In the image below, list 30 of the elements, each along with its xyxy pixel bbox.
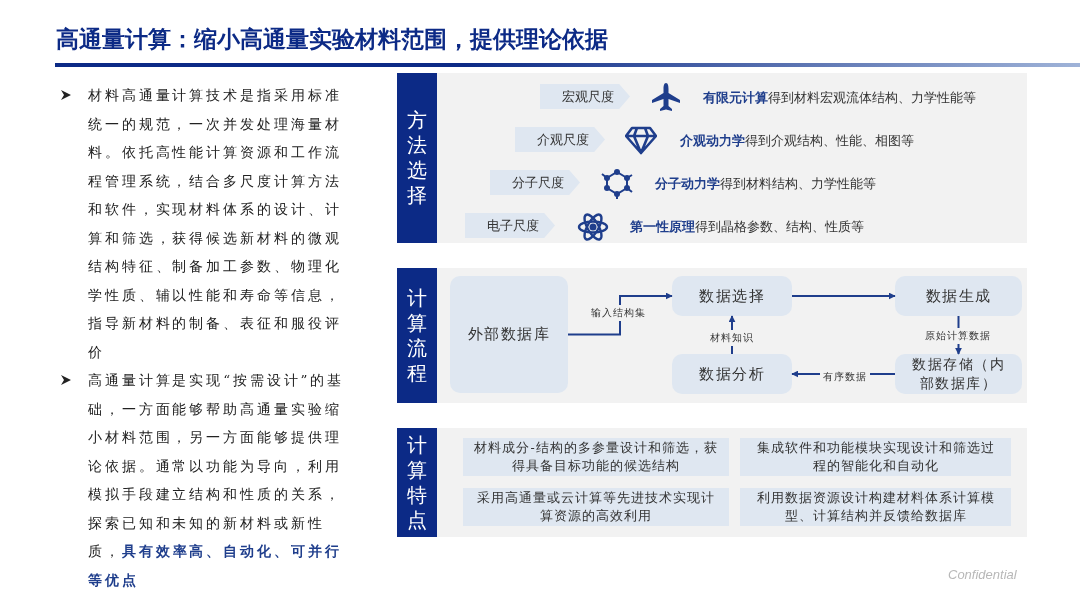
scale-chevron: 电子尺度 — [465, 213, 555, 238]
process-box: 数据生成 — [895, 276, 1022, 316]
section-heading: 方法选择 — [407, 108, 427, 208]
page-title: 高通量计算：缩小高通量实验材料范围，提供理论依据 — [56, 24, 608, 54]
feature-box: 集成软件和功能模块实现设计和筛选过程的智能化和自动化 — [740, 438, 1011, 476]
section-panel — [397, 73, 1027, 243]
arrow — [791, 292, 896, 300]
section-panel — [397, 268, 1027, 403]
description-text: 介观动力学得到介观结构、性能、相图等 — [680, 132, 914, 150]
bullet-paragraph: 材料高通量计算技术是指采用标准统一的规范，一次并发处理海量材料。依托高性能计算资源和工作流程管理系统，结合多尺度计算方法和软件，实现材料体系的设计、计算和筛选，获得候选新材料的微观结构特征、制备加工参数、物理化学性质、辅以性能和寿命等信息，指导新材料的制备、表征和服役评价 — [88, 86, 343, 362]
description-text: 有限元计算得到材料宏观流体结构、力学性能等 — [703, 89, 976, 107]
section-panel — [397, 428, 1027, 537]
feature-box: 采用高通量或云计算等先进技术实现计算资源的高效利用 — [463, 488, 729, 526]
edge-label: 有序数据 — [820, 369, 870, 385]
description-text: 第一性原理得到晶格参数、结构、性质等 — [630, 218, 864, 236]
arrow — [567, 292, 673, 336]
process-box: 数据选择 — [672, 276, 792, 316]
scale-chevron: 分子尺度 — [490, 170, 580, 195]
confidential-note: Confidential — [948, 567, 1017, 582]
scale-chevron: 宏观尺度 — [540, 84, 630, 109]
feature-box: 利用数据资源设计构建材料体系计算模型、计算结构并反馈给数据库 — [740, 488, 1011, 526]
process-box: 外部数据库 — [450, 276, 568, 393]
process-box: 数据分析 — [672, 354, 792, 394]
bullet-paragraph: 高通量计算是实现“按需设计”的基础，一方面能够帮助高通量实验缩小材料范围，另一方面能够提供理论依据。通常以功能为导向，利用模拟手段建立结构和性质的关系，探索已知和未知的新材料或新性质，具有效率高、自动化、可并行等优点 — [88, 371, 346, 590]
feature-box: 材料成分-结构的多参量设计和筛选，获得具备目标功能的候选结构 — [463, 438, 729, 476]
process-box: 数据存储（内部数据库） — [895, 354, 1022, 394]
section-heading: 计算流程 — [407, 285, 427, 386]
description-text: 分子动力学得到材料结构、力学性能等 — [655, 175, 876, 193]
scale-chevron: 介观尺度 — [515, 127, 605, 152]
section-heading: 计算特点 — [407, 432, 427, 533]
